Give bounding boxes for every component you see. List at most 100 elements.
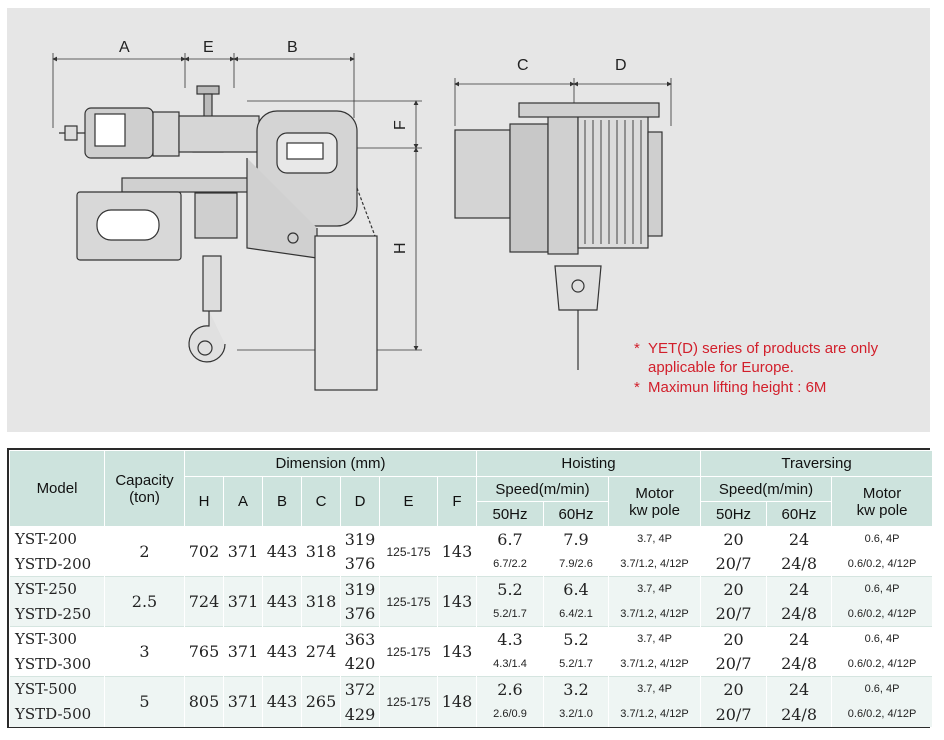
- cell-dim-d: 376: [340, 601, 380, 627]
- cell-dim-e: 125-175: [379, 626, 438, 677]
- cell-traverse-motor: 0.6/0.2, 4/12P: [831, 701, 934, 727]
- dim-label-f: F: [392, 120, 409, 130]
- note-europe: *YET(D) series of products are only: [634, 339, 878, 358]
- cell-traverse-60hz: 24: [766, 576, 833, 602]
- cell-hoist-60hz: 3.2: [543, 676, 609, 702]
- cell-hoist-60hz: 6.4/2.1: [543, 601, 609, 627]
- cell-hoist-60hz: 5.2: [543, 626, 609, 652]
- header-motor-line2: kw pole: [856, 501, 908, 519]
- cell-traverse-60hz: 24/8: [766, 551, 833, 577]
- cell-hoist-60hz: 3.2/1.0: [543, 701, 609, 727]
- header-hoisting: Hoisting: [475, 450, 702, 477]
- cell-dim-d: 376: [340, 551, 380, 577]
- cell-dim-h: 765: [184, 626, 224, 677]
- cell-traverse-motor: 0.6, 4P: [831, 676, 934, 702]
- cell-traverse-60hz: 24/8: [766, 651, 833, 677]
- cell-hoist-motor: 3.7/1.2, 4/12P: [607, 551, 702, 577]
- cell-dim-e: 125-175: [379, 676, 438, 727]
- header-capacity-line1: Capacity: [115, 471, 174, 489]
- header-dim-f: F: [437, 476, 477, 527]
- cell-dim-d: 363: [340, 626, 380, 652]
- cell-traverse-motor: 0.6/0.2, 4/12P: [831, 601, 934, 627]
- cell-hoist-motor: 3.7, 4P: [607, 626, 702, 652]
- cell-dim-h: 702: [184, 526, 224, 577]
- cell-model: YSTD-500: [9, 701, 105, 727]
- cell-dim-d: 319: [340, 526, 380, 552]
- dim-label-h: H: [392, 242, 409, 254]
- note-text: YET(D) series of products are only: [648, 340, 879, 357]
- cell-dim-b: 443: [262, 676, 302, 727]
- cell-hoist-motor: 3.7/1.2, 4/12P: [607, 651, 702, 677]
- cell-dim-f: 148: [437, 676, 477, 727]
- cell-hoist-motor: 3.7, 4P: [607, 676, 702, 702]
- cell-model: YSTD-200: [9, 551, 105, 577]
- dim-label-a: A: [119, 39, 130, 56]
- cell-traverse-motor: 0.6, 4P: [831, 626, 934, 652]
- header-dim-h: H: [184, 476, 224, 527]
- cell-hoist-60hz: 7.9/2.6: [543, 551, 609, 577]
- cell-traverse-motor: 0.6/0.2, 4/12P: [831, 651, 934, 677]
- cell-dim-e: 125-175: [379, 526, 438, 577]
- header-traversing: Traversing: [700, 450, 934, 477]
- hoist-drawing: A E B C D F H: [52, 39, 672, 391]
- header-capacity-line2: (ton): [129, 488, 160, 506]
- cell-capacity: 2: [104, 526, 185, 577]
- cell-hoist-50hz: 4.3/1.4: [476, 651, 544, 677]
- cell-dim-a: 371: [223, 626, 263, 677]
- cell-traverse-50hz: 20/7: [700, 701, 768, 727]
- cell-dim-d: 319: [340, 576, 380, 602]
- cell-dim-b: 443: [262, 526, 302, 577]
- cell-hoist-50hz: 2.6/0.9: [476, 701, 544, 727]
- cell-dim-f: 143: [437, 576, 477, 627]
- cell-dim-c: 274: [301, 626, 341, 677]
- cell-model: YST-300: [9, 626, 105, 652]
- note-lifting-height: *Maximun lifting height : 6M: [634, 378, 826, 397]
- header-dim-a: A: [223, 476, 263, 527]
- cell-hoist-motor: 3.7/1.2, 4/12P: [607, 601, 702, 627]
- cell-traverse-50hz: 20/7: [700, 551, 768, 577]
- header-dim-c: C: [301, 476, 341, 527]
- cell-model: YSTD-250: [9, 601, 105, 627]
- cell-dim-f: 143: [437, 526, 477, 577]
- dim-label-c: C: [517, 57, 529, 74]
- dim-label-e: E: [203, 39, 214, 56]
- cell-model: YSTD-300: [9, 651, 105, 677]
- header-traverse-60hz: 60Hz: [766, 501, 833, 527]
- cell-dim-e: 125-175: [379, 576, 438, 627]
- header-dim-d: D: [340, 476, 380, 527]
- specification-table: Model Capacity (ton) Dimension (mm) Hois…: [9, 450, 934, 727]
- header-hoist-speed: Speed(m/min): [476, 476, 609, 502]
- cell-dim-h: 724: [184, 576, 224, 627]
- cell-hoist-motor: 3.7, 4P: [607, 576, 702, 602]
- cell-hoist-60hz: 5.2/1.7: [543, 651, 609, 677]
- note-europe-line2: applicable for Europe.: [634, 358, 794, 377]
- header-motor-line1: Motor: [635, 484, 674, 502]
- cell-traverse-60hz: 24: [766, 526, 833, 552]
- note-text: applicable for Europe.: [648, 359, 794, 376]
- cell-hoist-60hz: 7.9: [543, 526, 609, 552]
- header-hoist-60hz: 60Hz: [543, 501, 609, 527]
- cell-traverse-60hz: 24: [766, 676, 833, 702]
- cell-dim-f: 143: [437, 626, 477, 677]
- cell-traverse-50hz: 20/7: [700, 651, 768, 677]
- cell-traverse-motor: 0.6/0.2, 4/12P: [831, 551, 934, 577]
- cell-hoist-motor: 3.7, 4P: [607, 526, 702, 552]
- header-hoist-motor: Motor kw pole: [607, 476, 702, 527]
- cell-traverse-60hz: 24/8: [766, 701, 833, 727]
- header-motor-line1: Motor: [862, 484, 902, 502]
- cell-model: YST-500: [9, 676, 105, 702]
- header-capacity: Capacity (ton): [104, 450, 185, 527]
- cell-hoist-50hz: 5.2/1.7: [476, 601, 544, 627]
- cell-dim-a: 371: [223, 676, 263, 727]
- header-dimension: Dimension (mm): [184, 450, 477, 477]
- header-traverse-speed: Speed(m/min): [700, 476, 833, 502]
- cell-dim-b: 443: [262, 626, 302, 677]
- cell-capacity: 5: [104, 676, 185, 727]
- cell-dim-a: 371: [223, 526, 263, 577]
- cell-traverse-motor: 0.6, 4P: [831, 576, 934, 602]
